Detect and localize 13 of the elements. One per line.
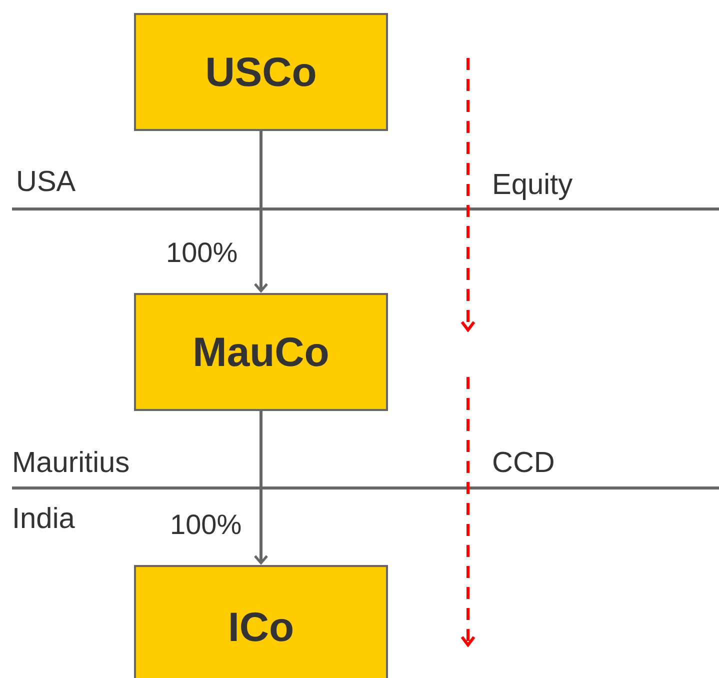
arrow — [254, 131, 268, 292]
region-label: CCD — [492, 449, 555, 478]
region-label: Mauritius — [12, 449, 130, 478]
entity-name: ICo — [228, 604, 294, 651]
entity-box — [134, 565, 388, 678]
region-label: India — [12, 505, 75, 534]
entity-name: MauCo — [192, 328, 330, 376]
arrow — [254, 411, 268, 564]
entity-name: USCo — [205, 48, 317, 96]
region-label: USA — [16, 168, 76, 197]
region-label: Equity — [492, 171, 573, 200]
entity-box — [134, 293, 388, 411]
entity-box — [134, 13, 388, 131]
